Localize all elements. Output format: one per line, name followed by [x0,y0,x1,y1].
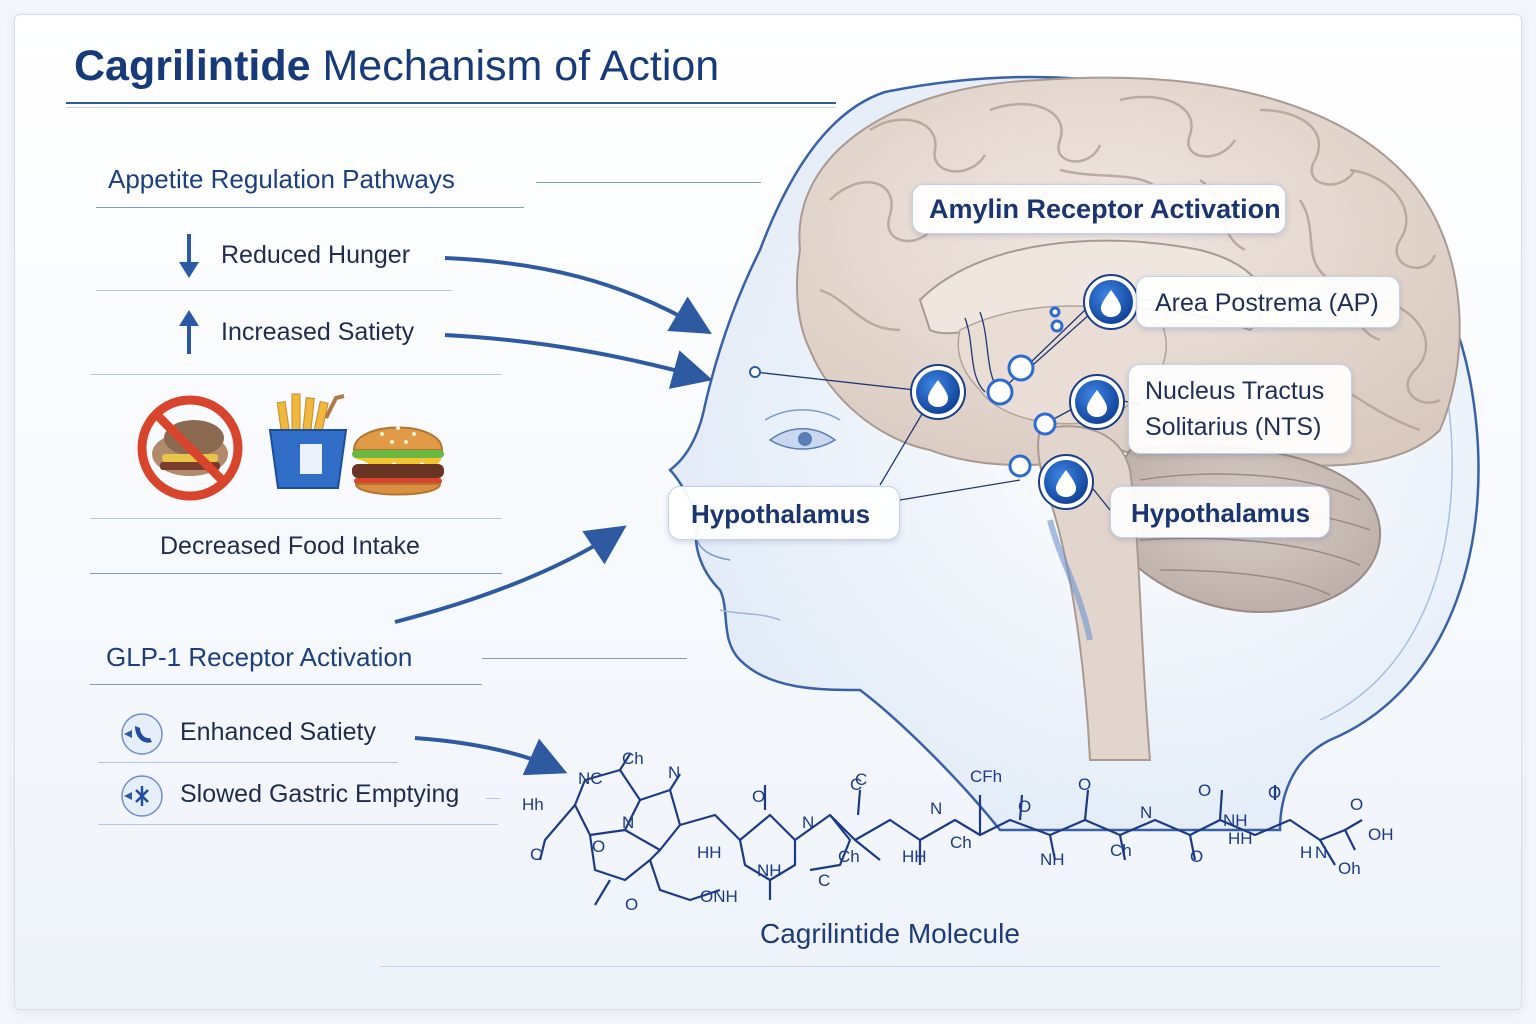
svg-text:C: C [850,775,862,794]
area-postrema-callout: Area Postrema (AP) [1136,276,1400,328]
enhanced-satiety-rule [98,762,398,763]
area-postrema-label: Area Postrema (AP) [1155,289,1379,317]
decreased-food-intake-label: Decreased Food Intake [160,532,420,560]
appetite-heading-underline [96,207,524,208]
svg-text:O: O [1018,797,1031,816]
svg-text:NH: NH [1040,850,1065,869]
burger-icon [352,426,444,496]
increased-satiety-label: Increased Satiety [221,318,415,346]
appetite-heading: Appetite Regulation Pathways [108,164,455,194]
svg-text:CFh: CFh [970,767,1002,786]
receptor-node-ap [1083,274,1139,330]
glp1-heading-underline [90,684,482,685]
food-icons-rule [90,518,502,519]
svg-text:N: N [802,813,814,832]
svg-text:Ch: Ch [950,833,972,852]
title-underline [66,102,836,108]
hypothalamus-left-label: Hypothalamus [691,499,871,529]
receptor-node-hypothalamus [1038,454,1094,510]
svg-text:C: C [530,845,542,864]
svg-text:O: O [1078,775,1091,794]
svg-text:H: H [1300,843,1312,862]
arrow-enhanced-satiety [414,736,568,776]
svg-text:O: O [592,837,605,856]
arrow-down-icon [179,234,199,278]
glp1-heading: GLP-1 Receptor Activation [106,642,413,672]
no-food-icon [137,395,243,501]
receptor-node-left [910,364,966,420]
enhanced-satiety-label: Enhanced Satiety [180,718,376,746]
reduced-hunger-rule [96,290,452,291]
svg-text:Ch: Ch [622,749,644,768]
title-rest: Mechanism of Action [310,42,720,90]
arrow-reduced-hunger [444,256,712,335]
bottom-rule [380,966,1440,967]
svg-text:NH: NH [1223,811,1248,830]
molecule-chain [679,813,1356,851]
appetite-heading-rule-right [536,182,761,183]
svg-text:O: O [1198,781,1211,800]
svg-text:NH: NH [757,861,782,880]
svg-text:N: N [1315,843,1327,862]
amylin-receptor-callout: Amylin Receptor Activation [912,184,1286,234]
molecule-caption: Cagrilintide Molecule [760,918,1020,949]
food-caption-rule [90,573,502,574]
small-receptor-nodes [986,306,1064,478]
arrow-food-intake [394,525,627,624]
svg-text:Oh: Oh [1338,859,1361,878]
gastric-rule-right [486,798,500,799]
svg-text:Ch: Ch [838,847,860,866]
hypothalamus-left-callout: Hypothalamus [668,486,900,540]
hypothalamus-right-callout: Hypothalamus [1110,486,1330,538]
reduced-hunger-label: Reduced Hunger [221,241,411,269]
arrow-up-icon [179,310,199,354]
svg-text:N: N [668,763,680,782]
gastric-icon [121,775,163,817]
nts-label-line1: Nucleus Tractus [1145,377,1325,405]
svg-text:OH: OH [1368,825,1394,844]
svg-text:C: C [855,770,867,789]
nts-callout: Nucleus Tractus Solitarius (NTS) [1128,364,1352,454]
title-bold: Cagrilintide [74,42,311,90]
svg-text:C: C [818,871,830,890]
gastric-emptying-rule [98,824,498,825]
svg-text:O: O [1190,847,1203,866]
svg-text:O: O [752,787,765,806]
slowed-gastric-emptying-label: Slowed Gastric Emptying [180,780,460,808]
svg-text:ONH: ONH [700,887,738,906]
svg-text:N: N [930,799,942,818]
cagrilintide-molecule: Hh NC Ch N C O N HH NH O N C C Ch HH N C… [522,749,1394,914]
satiety-icon [121,713,163,755]
svg-text:HH: HH [1228,829,1253,848]
arrow-increased-satiety [444,333,713,389]
svg-text:Ch: Ch [1110,841,1132,860]
svg-text:HH: HH [902,847,927,866]
svg-text:N: N [1140,803,1152,822]
svg-text:NC: NC [578,769,603,788]
svg-text:N: N [622,813,634,832]
page-title: Cagrilintide Mechanism of Action [74,42,719,91]
glp1-heading-rule-right [482,658,687,659]
molecule-ring-3 [588,834,661,882]
svg-text:HH: HH [697,843,722,862]
fries-icon [268,393,348,489]
hypothalamus-right-label: Hypothalamus [1131,498,1311,528]
receptor-node-nts [1069,374,1125,430]
nts-label-line2: Solitarius (NTS) [1145,413,1322,441]
increased-satiety-rule [90,374,502,375]
svg-text:O: O [1268,783,1281,802]
svg-text:O: O [1350,795,1363,814]
amylin-receptor-label: Amylin Receptor Activation [929,194,1281,224]
svg-text:Hh: Hh [522,795,544,814]
svg-text:O: O [625,895,638,914]
